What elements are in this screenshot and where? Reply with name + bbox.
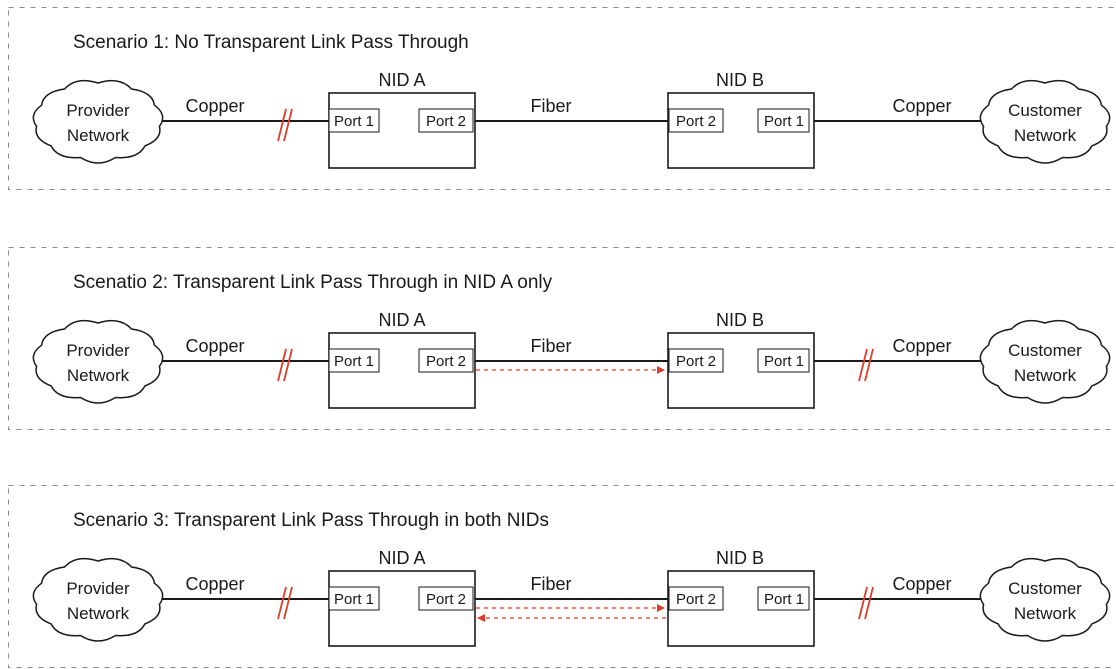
left-link-label: Copper xyxy=(185,96,244,116)
cloud-label-line2: Network xyxy=(1014,604,1077,623)
scenario-title: Scenario 3: Transparent Link Pass Throug… xyxy=(73,510,549,531)
nid-a-port-right-label: Port 2 xyxy=(426,591,466,608)
cloud-label-line1: Provider xyxy=(66,101,130,120)
middle-link-label: Fiber xyxy=(530,574,571,594)
cut-stroke-1 xyxy=(277,586,287,620)
middle-link-label: Fiber xyxy=(530,336,571,356)
nid-a-port-left-label: Port 1 xyxy=(334,353,374,370)
cloud-outline xyxy=(979,319,1111,404)
right-link-label: Copper xyxy=(892,336,951,356)
scenario-1: Scenario 1: No Transparent Link Pass Thr… xyxy=(8,7,1116,190)
cloud-label-line1: Provider xyxy=(66,341,130,360)
nid-a: NID A Port 1 Port 2 xyxy=(328,548,476,647)
cloud-outline xyxy=(979,557,1111,642)
cut-stroke-2 xyxy=(864,586,874,620)
nid-a: NID A Port 1 Port 2 xyxy=(328,310,476,409)
cloud-label-line2: Network xyxy=(1014,366,1077,385)
scenario-frame xyxy=(8,7,1116,190)
cloud-label-line1: Customer xyxy=(1008,341,1082,360)
nid-b: NID B Port 2 Port 1 xyxy=(667,310,815,409)
nid-a-port-right xyxy=(418,586,474,611)
right-link-cut-icon xyxy=(858,586,874,620)
nid-b-port-left-label: Port 2 xyxy=(676,353,716,370)
left-link-label: Copper xyxy=(185,574,244,594)
cloud-label-line1: Customer xyxy=(1008,579,1082,598)
cut-stroke-2 xyxy=(283,108,293,142)
nid-b-port-right-label: Port 1 xyxy=(764,353,804,370)
nid-b-label: NID B xyxy=(716,548,764,568)
cut-stroke-2 xyxy=(864,348,874,382)
nid-a-port-right-label: Port 2 xyxy=(426,113,466,130)
nid-b-port-left-label: Port 2 xyxy=(676,591,716,608)
cut-stroke-2 xyxy=(283,586,293,620)
scenario-2: Scenatio 2: Transparent Link Pass Throug… xyxy=(8,247,1116,430)
cut-stroke-2 xyxy=(283,348,293,382)
nid-a-label: NID A xyxy=(378,70,425,90)
nid-a-port-right xyxy=(418,348,474,373)
nid-a-port-right-label: Port 2 xyxy=(426,353,466,370)
nid-b-port-right-label: Port 1 xyxy=(764,591,804,608)
cloud-label-line2: Network xyxy=(1014,126,1077,145)
cut-stroke-1 xyxy=(858,586,868,620)
cloud-label-line2: Network xyxy=(67,604,130,623)
left-link-cut-icon xyxy=(277,586,293,620)
cloud-outline xyxy=(32,319,164,404)
nid-a-port-left xyxy=(328,108,380,133)
nid-b-port-left xyxy=(668,586,724,611)
nid-a-label: NID A xyxy=(378,310,425,330)
nid-b-port-right xyxy=(757,108,810,133)
nid-a-port-left-label: Port 1 xyxy=(334,113,374,130)
nid-b-port-left xyxy=(668,108,724,133)
nid-a: NID A Port 1 Port 2 xyxy=(328,70,476,169)
nid-b-label: NID B xyxy=(716,70,764,90)
nid-b: NID B Port 2 Port 1 xyxy=(667,70,815,169)
cloud-outline xyxy=(32,79,164,164)
nid-a-label: NID A xyxy=(378,548,425,568)
scenario-3: Scenario 3: Transparent Link Pass Throug… xyxy=(8,485,1116,668)
scenario-frame xyxy=(8,485,1116,668)
nid-b-label: NID B xyxy=(716,310,764,330)
cut-stroke-1 xyxy=(277,348,287,382)
cloud-outline xyxy=(979,79,1111,164)
cut-stroke-1 xyxy=(858,348,868,382)
nid-b-port-right xyxy=(757,348,810,373)
nid-b-port-right-label: Port 1 xyxy=(764,113,804,130)
cloud-outline xyxy=(32,557,164,642)
nid-b-port-left xyxy=(668,348,724,373)
nid-b: NID B Port 2 Port 1 xyxy=(667,548,815,647)
left-link-label: Copper xyxy=(185,336,244,356)
middle-link-label: Fiber xyxy=(530,96,571,116)
right-link-label: Copper xyxy=(892,574,951,594)
nid-a-port-left xyxy=(328,348,380,373)
right-link-label: Copper xyxy=(892,96,951,116)
nid-a-port-right xyxy=(418,108,474,133)
nid-a-port-left xyxy=(328,586,380,611)
scenario-frame xyxy=(8,247,1116,430)
nid-b-port-right xyxy=(757,586,810,611)
right-link-cut-icon xyxy=(858,348,874,382)
cloud-label-line1: Customer xyxy=(1008,101,1082,120)
scenario-title: Scenario 1: No Transparent Link Pass Thr… xyxy=(73,32,469,53)
nid-a-port-left-label: Port 1 xyxy=(334,591,374,608)
cloud-label-line2: Network xyxy=(67,126,130,145)
cloud-label-line2: Network xyxy=(67,366,130,385)
left-link-cut-icon xyxy=(277,108,293,142)
cloud-label-line1: Provider xyxy=(66,579,130,598)
cut-stroke-1 xyxy=(277,108,287,142)
nid-b-port-left-label: Port 2 xyxy=(676,113,716,130)
scenario-title: Scenatio 2: Transparent Link Pass Throug… xyxy=(73,272,553,293)
left-link-cut-icon xyxy=(277,348,293,382)
